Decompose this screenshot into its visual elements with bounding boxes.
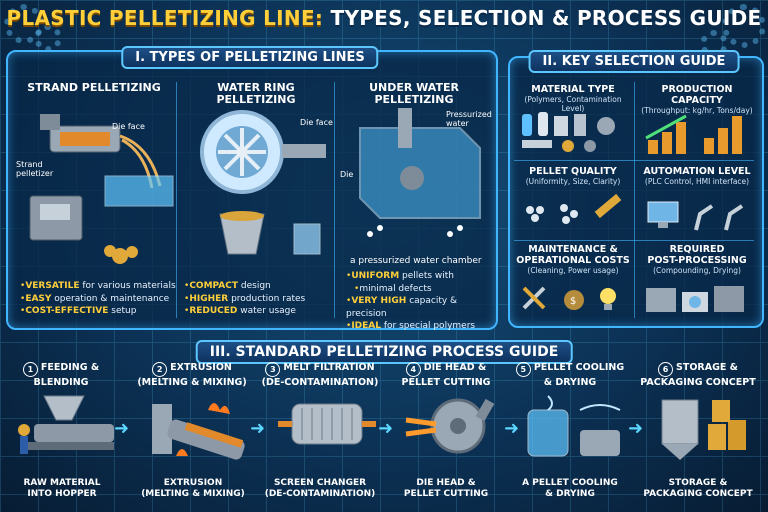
under-water-title: UNDER WATER PELLETIZING — [369, 81, 459, 106]
screen-changer-illustration — [278, 403, 376, 445]
water-ring-title: WATER RING PELLETIZING — [216, 81, 296, 106]
strand-title: STRAND PELLETIZING — [27, 81, 161, 94]
strand-pelletizer-label: Strand pelletizer — [16, 160, 54, 178]
selection-panel — [508, 56, 764, 328]
bullet-item: REDUCED water usage — [184, 305, 334, 318]
divider — [514, 160, 754, 161]
gear-icon — [722, 4, 766, 48]
arrow-right-icon: ➜ — [628, 418, 644, 439]
strand-pelletizer-illustration — [29, 114, 174, 264]
post-processing-icons — [646, 286, 744, 312]
divider — [514, 240, 754, 241]
step-2-caption: EXTRUSION (MELTING & MIXING) — [141, 478, 245, 499]
arrow-right-icon: ➜ — [250, 418, 266, 439]
arrow-right-icon: ➜ — [504, 418, 520, 439]
die-face-label: Die face — [300, 118, 333, 127]
arrow-right-icon: ➜ — [378, 418, 394, 439]
water-ring-illustration — [200, 110, 326, 255]
pressurized-water-label: Pressurized water — [446, 110, 492, 128]
pellet-quality-icon — [526, 193, 622, 224]
bullet-item: HIGHER production rates — [184, 293, 334, 306]
post-processing-cell: REQUIRED POST-PROCESSING(Compounding, Dr… — [647, 244, 747, 275]
step-1-caption: RAW MATERIAL INTO HOPPER — [23, 478, 101, 499]
divider — [634, 82, 635, 318]
bullet-item: minimal defects — [346, 283, 494, 296]
types-heading: I. TYPES OF PELLETIZING LINES — [121, 46, 379, 69]
pellet-quality-cell: PELLET QUALITY(Uniformity, Size, Clarity… — [525, 166, 621, 186]
pressurized-chamber-label: a pressurized water chamber — [350, 256, 482, 266]
capacity-chart-icon — [645, 114, 742, 154]
extrusion-illustration — [152, 403, 245, 460]
page-title: PLASTIC PELLETIZING LINE: TYPES, SELECTI… — [0, 6, 768, 30]
bullet-item: IDEAL for special polymers — [346, 320, 494, 333]
selection-heading: II. KEY SELECTION GUIDE — [528, 50, 740, 73]
under-water-bullets: UNIFORM pellets with minimal defects VER… — [346, 270, 494, 333]
automation-icon — [647, 201, 744, 231]
material-type-cell: MATERIAL TYPE(Polymers, Contamination Le… — [524, 84, 622, 113]
divider — [176, 82, 177, 318]
die-head-illustration — [405, 398, 495, 454]
bullet-item: VERSATILE for various materials — [20, 280, 180, 293]
step-4-caption: DIE HEAD & PELLET CUTTING — [403, 478, 489, 499]
cooling-drying-illustration — [527, 395, 621, 457]
under-water-illustration — [359, 108, 481, 237]
bullet-item: UNIFORM pellets with — [346, 270, 494, 283]
die-face-label: Die face — [112, 122, 145, 131]
step-6-caption: STORAGE & PACKAGING CONCEPT — [643, 478, 753, 499]
bullet-item: EASY operation & maintenance — [20, 293, 180, 306]
strand-bullets: VERSATILE for various materials EASY ope… — [20, 280, 180, 318]
automation-level-cell: AUTOMATION LEVEL(PLC Control, HMI interf… — [643, 166, 751, 186]
maintenance-costs-cell: MAINTENANCE & OPERATIONAL COSTS(Cleaning… — [516, 244, 630, 275]
gear-icon — [34, 24, 62, 52]
maintenance-icons: $ — [522, 286, 616, 310]
bullet-item: COST-EFFECTIVE setup — [20, 305, 180, 318]
process-heading: III. STANDARD PELLETIZING PROCESS GUIDE — [195, 340, 573, 364]
bullet-item: COMPACT design — [184, 280, 334, 293]
title-part-1: PLASTIC PELLETIZING LINE: — [6, 6, 324, 30]
water-ring-bullets: COMPACT design HIGHER production rates R… — [184, 280, 334, 318]
feeding-hopper-illustration — [18, 395, 114, 454]
title-part-2: TYPES, SELECTION & PROCESS GUIDE — [323, 6, 762, 30]
material-icons — [522, 112, 615, 152]
production-capacity-cell: PRODUCTION CAPACITY(Throughput: kg/hr, T… — [641, 84, 753, 115]
bullet-item: VERY HIGH capacity & precision — [346, 295, 494, 320]
die-label: Die — [340, 170, 354, 179]
step-3-caption: SCREEN CHANGER (DE-CONTAMINATION) — [264, 478, 376, 499]
arrow-right-icon: ➜ — [114, 418, 130, 439]
svg-text:$: $ — [570, 296, 576, 307]
step-5-caption: A PELLET COOLING & DRYING — [522, 478, 618, 499]
storage-silo-illustration — [661, 399, 746, 460]
gear-icon — [4, 4, 44, 44]
divider — [334, 82, 335, 318]
